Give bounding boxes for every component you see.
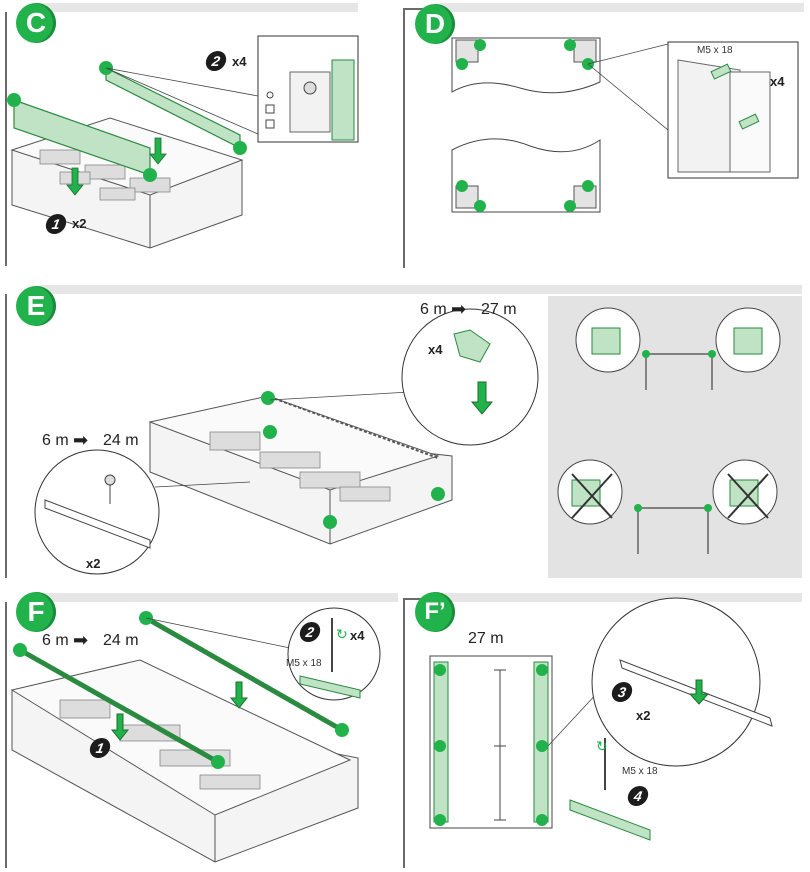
quantity-label-e-top: x4 xyxy=(428,342,443,357)
panel-d: D M5 x 18 x4 xyxy=(400,0,810,270)
panel-e-header xyxy=(40,285,802,294)
cabinet-illustration-c xyxy=(7,35,359,249)
quantity-label-f: x4 xyxy=(350,628,365,643)
panel-c: C xyxy=(0,0,400,270)
step-badge-d: D xyxy=(415,4,455,44)
step-badge-e: E xyxy=(16,286,56,326)
range-label-left-start: 6 m xyxy=(42,432,69,449)
step-badge-f: F xyxy=(16,592,56,632)
panel-e: E xyxy=(0,282,810,582)
arrow-right-icon: ➡ xyxy=(451,299,467,319)
panel-f-header xyxy=(40,593,398,602)
screw-label-d: M5 x 18 xyxy=(697,45,733,56)
quantity-label-c1: x2 xyxy=(72,216,87,231)
panel-e-divider xyxy=(5,294,7,578)
panel-d-corner xyxy=(403,8,435,10)
panel-f-prime-header xyxy=(440,593,802,602)
range-label-f-start: 6 m xyxy=(42,632,69,649)
screw-label-f-prime: M5 x 18 xyxy=(622,766,658,777)
screw-label-f: M5 x 18 xyxy=(286,658,322,669)
cabinet-illustration-f xyxy=(10,607,381,863)
quantity-label-c2: x4 xyxy=(232,54,247,69)
rotate-icon: ↻ xyxy=(336,626,348,642)
quantity-label-d: x4 xyxy=(770,74,785,89)
cabinet-illustration-e xyxy=(34,307,781,575)
cross-icon xyxy=(571,473,769,519)
step-badge-c: C xyxy=(16,3,56,43)
range-label-top-end: 27 m xyxy=(481,301,517,318)
range-label-top-start: 6 m xyxy=(420,301,447,318)
panel-d-divider xyxy=(403,10,405,268)
panel-d-header xyxy=(440,3,804,12)
width-label: 27 m xyxy=(468,630,504,647)
rail-layout-f-prime xyxy=(429,597,773,841)
quantity-label-f-prime: x2 xyxy=(636,708,651,723)
panel-f: F 6 m ➡ 24 m 1 2 ↻ x4 M5 x 18 xyxy=(0,590,400,872)
panel-f-prime-divider xyxy=(403,600,405,868)
quantity-label-e-left: x2 xyxy=(86,556,101,571)
arrow-right-icon: ➡ xyxy=(73,630,89,650)
range-label-left-end: 24 m xyxy=(103,432,139,449)
panel-c-divider xyxy=(5,12,7,266)
panel-f-divider xyxy=(5,602,7,868)
rotate-icon: ↻ xyxy=(596,738,608,754)
panel-c-header xyxy=(40,3,358,12)
panel-f-prime: F’ 27 m 3 x2 ↻ M5 x 18 4 xyxy=(400,590,810,872)
step-badge-f-prime: F’ xyxy=(415,592,455,632)
down-arrow-icon xyxy=(66,137,167,196)
cabinet-corners-d xyxy=(451,37,799,213)
arrow-right-icon: ➡ xyxy=(73,430,89,450)
range-label-f-end: 24 m xyxy=(103,632,139,649)
